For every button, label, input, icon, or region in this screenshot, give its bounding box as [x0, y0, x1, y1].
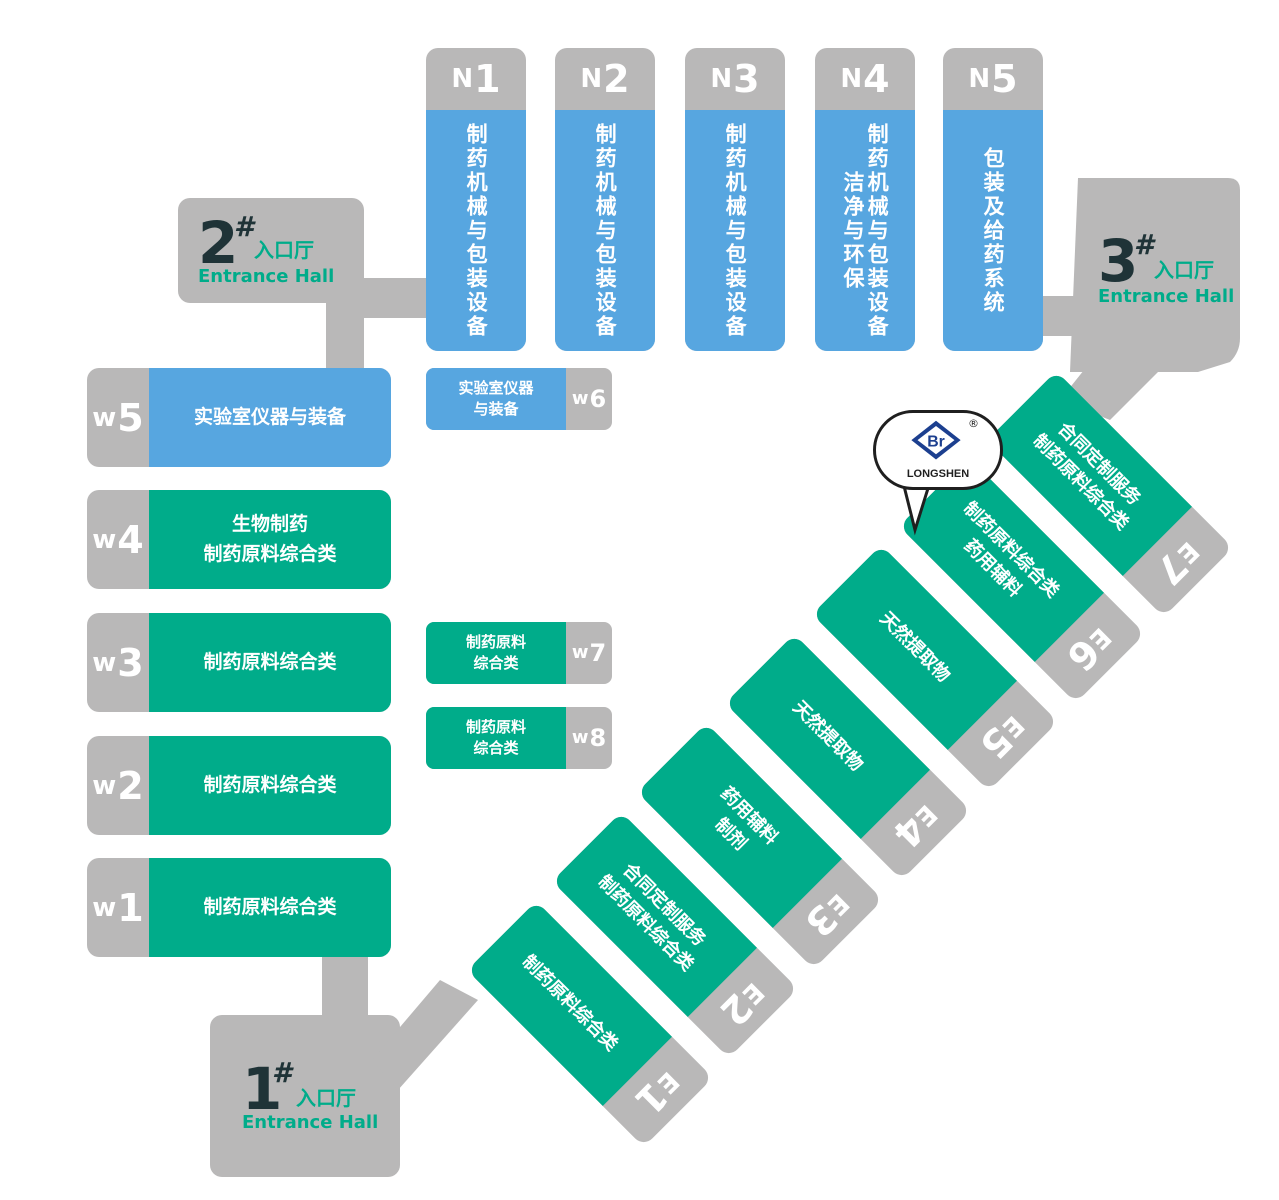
hall-e4-label: 天然提取物	[788, 696, 868, 776]
hall-w3-body: 制药原料综合类	[149, 613, 391, 712]
entrance-1-cn: 入口厅	[296, 1086, 356, 1110]
hall-n1-label: 制药机械与包装设备	[464, 122, 489, 339]
hall-n4-body: 制药机械与包装设备 洁净与环保	[815, 110, 915, 351]
hall-w1-body: 制药原料综合类	[149, 858, 391, 957]
logo-mark: Br	[927, 433, 945, 450]
hall-w6-label: 实验室仪器 与装备	[458, 379, 534, 418]
hall-n3-label: 制药机械与包装设备	[723, 122, 748, 339]
hall-w4-body: 生物制药 制药原料综合类	[149, 490, 391, 589]
entrance-2-block	[178, 198, 364, 303]
hall-n2-label: 制药机械与包装设备	[593, 122, 618, 339]
exhibitor-logo[interactable]: Br ® LONGSHEN	[873, 410, 1003, 490]
entrance-3-hash: #	[1134, 228, 1154, 261]
hall-w7-body: 制药原料 综合类	[426, 622, 566, 684]
hall-e5-label: 天然提取物	[875, 607, 955, 687]
entrance-1: 1 # 入口厅 Entrance Hall	[242, 1055, 392, 1140]
logo-registered: ®	[968, 417, 979, 430]
hall-n1-body: 制药机械与包装设备	[426, 110, 526, 351]
hall-w3-label: 制药原料综合类	[203, 650, 337, 673]
hall-w2-label: 制药原料综合类	[203, 773, 337, 796]
hall-w4-label: 生物制药 制药原料综合类	[203, 513, 337, 565]
corridor-2-to-w5	[326, 290, 364, 380]
entrance-3: 3 # 入口厅 Entrance Hall	[1098, 227, 1238, 312]
hall-w6-body: 实验室仪器 与装备	[426, 368, 566, 430]
hall-w5-label: 实验室仪器与装备	[193, 405, 346, 428]
hall-w2-body: 制药原料综合类	[149, 736, 391, 835]
entrance-2-en: Entrance Hall	[198, 266, 335, 287]
hall-n2-body: 制药机械与包装设备	[555, 110, 655, 351]
hall-n4-label: 制药机械与包装设备 洁净与环保	[841, 122, 890, 339]
corridor-w1-to-1	[322, 945, 368, 1025]
entrance-3-cn: 入口厅	[1154, 258, 1214, 282]
entrance-2-cn: 入口厅	[254, 238, 314, 262]
entrance-3-block	[1070, 178, 1240, 372]
entrance-2: 2 # 入口厅 Entrance Hall	[198, 209, 358, 294]
hall-e3-label: 药用辅料 制剂	[710, 783, 782, 855]
logo-brand: LONGSHEN	[906, 468, 970, 480]
entrance-1-en: Entrance Hall	[242, 1112, 379, 1133]
logo-diamond-icon: Br	[911, 420, 961, 460]
hall-n5-label: 包装及给药系统	[981, 146, 1006, 315]
entrance-1-hash: #	[272, 1056, 292, 1089]
hall-w8-body: 制药原料 综合类	[426, 707, 566, 769]
entrance-3-number: 3	[1098, 227, 1139, 295]
entrance-1-number: 1	[242, 1055, 283, 1123]
corridor-1-to-e1	[372, 980, 478, 1090]
hall-n5-body: 包装及给药系统	[943, 110, 1043, 351]
entrance-1-block	[210, 1015, 400, 1177]
entrance-3-en: Entrance Hall	[1098, 286, 1235, 307]
hall-n3-body: 制药机械与包装设备	[685, 110, 785, 351]
entrance-2-hash: #	[234, 210, 254, 243]
hall-w8-label: 制药原料 综合类	[465, 718, 526, 757]
hall-w1-label: 制药原料综合类	[203, 895, 337, 918]
hall-w5-body: 实验室仪器与装备	[149, 368, 391, 467]
entrance-2-number: 2	[198, 209, 239, 277]
hall-w7-label: 制药原料 综合类	[465, 633, 526, 672]
